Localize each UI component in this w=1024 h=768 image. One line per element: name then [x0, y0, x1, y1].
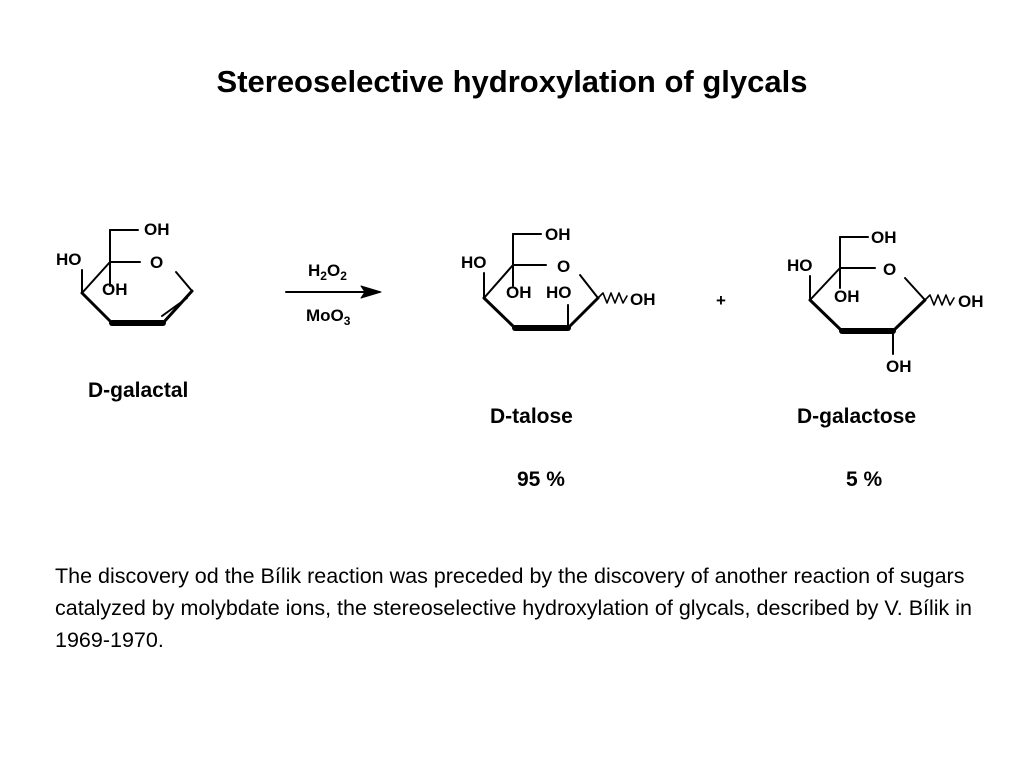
- talose-yield: 95 %: [517, 468, 565, 491]
- galactal-ring-oxygen: O: [150, 253, 163, 272]
- galactal-ho-left: HO: [56, 250, 82, 269]
- reagent-hydrogen-peroxide: H2O2: [308, 261, 347, 283]
- galactose-oh-c2: OH: [886, 357, 912, 376]
- galactose-structure: [808, 236, 955, 355]
- talose-ho-left: HO: [461, 253, 487, 272]
- reagent-molybdenum-trioxide: MoO3: [306, 306, 351, 328]
- galactose-name: D-galactose: [797, 405, 916, 428]
- talose-oh-c4: OH: [506, 283, 532, 302]
- talose-ring-oxygen: O: [557, 257, 570, 276]
- galactal-name: D-galactal: [88, 379, 188, 402]
- plus-sign: +: [716, 291, 726, 310]
- talose-ho-c2: HO: [546, 283, 572, 302]
- description-paragraph: The discovery od the Bílik reaction was …: [55, 564, 973, 652]
- slide-title: Stereoselective hydroxylation of glycals: [216, 64, 808, 99]
- galactal-oh-top: OH: [144, 220, 170, 239]
- galactal-oh-inner: OH: [102, 280, 128, 299]
- galactose-oh-anomeric: OH: [958, 292, 984, 311]
- talose-name: D-talose: [490, 405, 573, 428]
- galactose-ring-oxygen: O: [883, 260, 896, 279]
- galactose-oh-c4: OH: [834, 287, 860, 306]
- galactose-yield: 5 %: [846, 468, 883, 491]
- reaction-arrow: [285, 285, 382, 299]
- galactose-oh-top: OH: [871, 228, 897, 247]
- galactal-structure: [80, 229, 194, 326]
- galactose-ho-left: HO: [787, 256, 813, 275]
- reaction-scheme: OH HO O OH D-galactal H2O2 MoO3 OH HO O …: [56, 220, 984, 491]
- talose-structure: [482, 233, 628, 331]
- talose-oh-top: OH: [545, 225, 571, 244]
- talose-oh-anomeric: OH: [630, 290, 656, 309]
